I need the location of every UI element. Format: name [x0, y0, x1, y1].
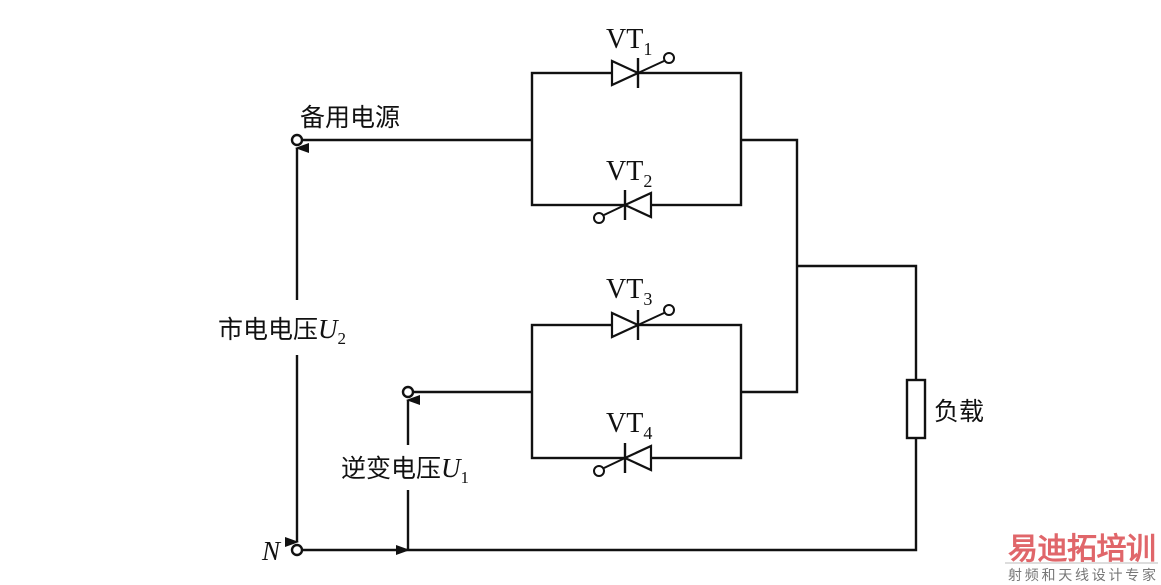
backup-terminal	[290, 133, 304, 147]
watermark-tagline: 射频和天线设计专家	[1008, 567, 1156, 584]
inverter-voltage-label: 逆变电压U1	[341, 453, 469, 487]
vt1-label: VT1	[606, 24, 652, 59]
thyristor-vt2	[593, 190, 653, 224]
inverter-terminal	[401, 385, 415, 399]
watermark-logo: 易迪拓培训 射频和天线设计专家	[1005, 532, 1158, 584]
load-label: 负载	[934, 397, 984, 426]
backup-source-label: 备用电源	[300, 103, 400, 132]
vt2-label: VT2	[606, 156, 652, 191]
vt3-label: VT3	[606, 274, 652, 309]
vt4-label: VT4	[606, 408, 652, 443]
load-resistor	[905, 378, 927, 440]
neutral-terminal	[290, 543, 304, 557]
thyristor-vt3	[610, 304, 675, 340]
thyristor-vt4	[593, 443, 653, 477]
mains-voltage-label: 市电电压U2	[218, 314, 346, 348]
watermark-brand: 易迪拓培训	[1008, 532, 1156, 567]
thyristor-vt1	[610, 52, 675, 88]
neutral-label: N	[261, 536, 282, 566]
